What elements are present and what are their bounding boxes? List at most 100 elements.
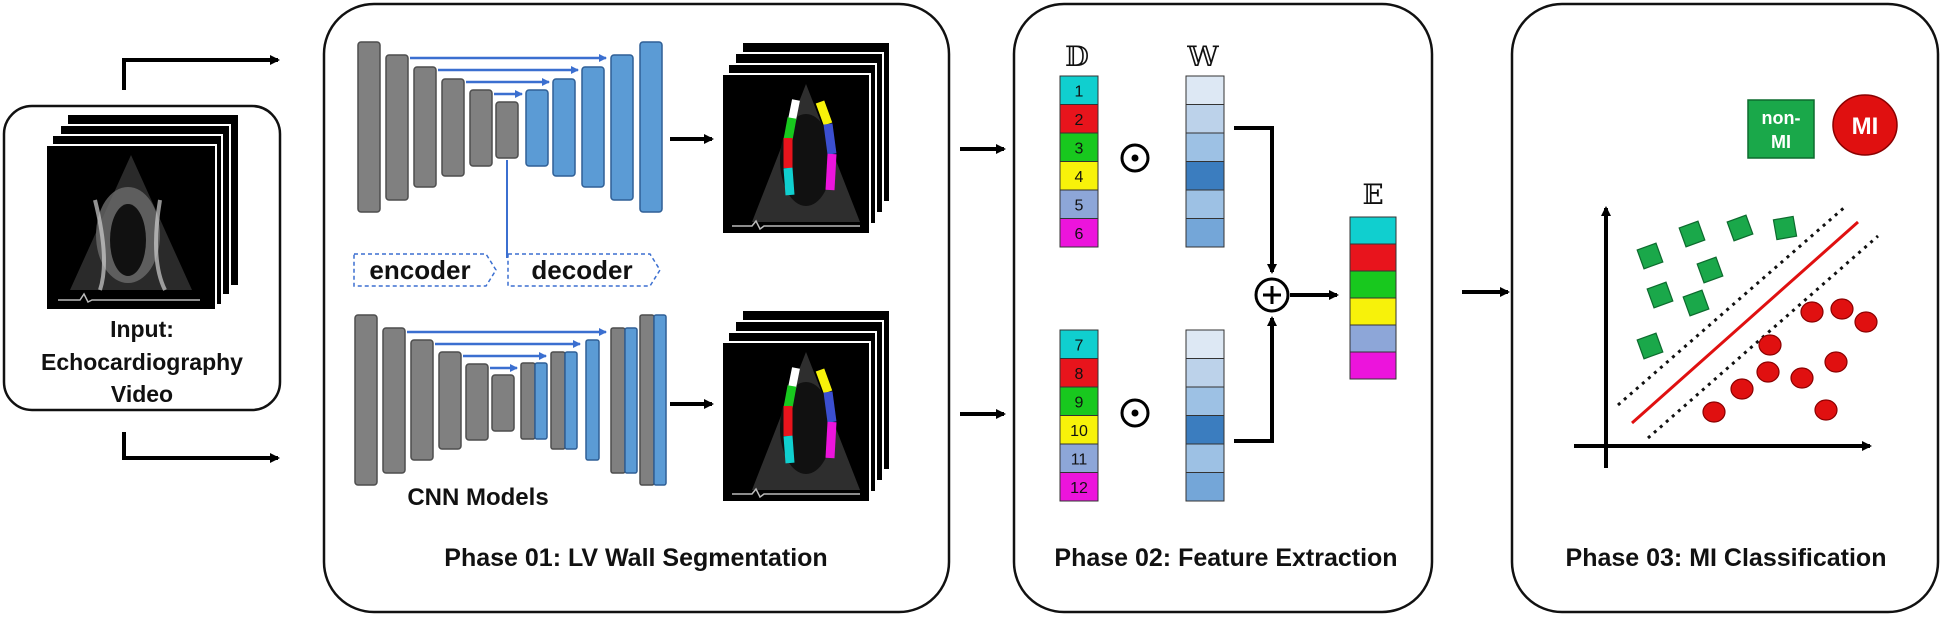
w-vector-bottom [1185,329,1225,502]
classification-plot [1574,204,1879,468]
unet-top-encoder [357,41,519,213]
lv-segment-number: 5 [1075,197,1084,214]
e-cell [1349,216,1397,245]
lv-segment-number: 1 [1075,83,1084,100]
e-symbol: 𝔼 [1362,178,1383,211]
non-mi-sample [1696,256,1724,284]
phase03-panel-border [1510,2,1940,614]
lv-segment-number: 12 [1070,480,1088,497]
weight-cell [1185,189,1225,219]
e-cell [1349,243,1397,272]
e-cell [1349,324,1397,353]
lv-segment-cell [1059,358,1099,388]
weight-cell [1185,161,1225,191]
lv-segment-number: 10 [1070,423,1088,440]
hadamard-operator-bottom [1120,398,1150,428]
non-mi-label-line1: non- [1762,108,1801,128]
weight-cell [1185,132,1225,162]
non-mi-sample [1726,214,1754,242]
e-cell [1349,351,1397,380]
weight-cell [1185,329,1225,359]
mi-sample [1830,298,1854,320]
non-mi-samples [1636,214,1798,360]
encoder-label: encoder [369,255,470,285]
mi-label: MI [1852,113,1879,140]
weight-cell [1185,218,1225,248]
weight-cell [1185,75,1225,105]
non-mi-label-line2: MI [1771,132,1791,152]
non-mi-sample [1772,215,1798,241]
phase03-title: Phase 03: MI Classification [1566,544,1887,572]
encoder-label-arrow: encoder [353,253,497,287]
lv-segment-cell [1059,472,1099,502]
sum-operator [1254,277,1290,313]
e-cell [1349,270,1397,299]
lv-segment-number: 4 [1075,169,1084,186]
non-mi-sample [1636,332,1664,360]
unet-bottom-encoder [354,314,655,486]
mi-sample [1800,301,1824,323]
phase02-panel-border [1012,2,1434,614]
segmentation-output-bottom [721,309,891,503]
arrow-input-to-unet-top [122,55,280,90]
phase01-panel: encoder decoder [322,2,951,614]
hadamard-operator-top [1120,143,1150,173]
unet-top [357,41,663,213]
lv-segment-cell [1059,218,1099,248]
lv-segment-cell [1059,415,1099,445]
input-label-line1: Input: [110,316,174,342]
e-vector [1349,216,1397,380]
lv-segment-cell [1059,75,1099,105]
mi-sample [1814,399,1838,421]
e-cell [1349,297,1397,326]
lv-segment-cell [1059,443,1099,473]
decision-boundary [1631,220,1859,425]
non-mi-sample [1682,289,1710,317]
unet-top-skip-connections [410,54,607,98]
input-label-line2: Echocardiography [41,349,243,375]
mi-sample [1758,334,1782,356]
lv-segment-number: 7 [1075,337,1084,354]
decoder-label-arrow: decoder [507,253,661,287]
mi-legend: MI [1832,94,1898,156]
unet-bottom-skip-connections [407,328,607,372]
unet-bottom [354,314,667,486]
phase03-panel: non- MI MI [1510,2,1940,614]
weight-cell [1185,386,1225,416]
unet-bottom-decoder [534,314,667,486]
input-panel: Input: Echocardiography Video [2,104,282,412]
phase02-title: Phase 02: Feature Extraction [1054,544,1397,572]
mi-sample [1730,378,1754,400]
mi-sample [1702,401,1726,423]
w-symbol: 𝕎 [1186,40,1219,73]
segmentation-output-top [721,41,891,235]
mi-sample [1756,361,1780,383]
weight-cell [1185,443,1225,473]
weight-cell [1185,472,1225,502]
arrow-w-top-to-sum [1234,126,1277,274]
mi-sample [1854,311,1878,333]
lv-segment-cell [1059,161,1099,191]
lv-segment-cell [1059,132,1099,162]
d-symbol: 𝔻 [1065,40,1089,73]
arrow-w-bottom-to-sum [1234,316,1277,443]
weight-cell [1185,358,1225,388]
weight-cell [1185,415,1225,445]
mi-sample [1824,351,1848,373]
input-label-line3: Video [111,381,173,407]
echo-video-stack [45,115,238,311]
phase01-title: Phase 01: LV Wall Segmentation [444,544,827,572]
unet-top-decoder [525,41,663,213]
lv-segment-number: 2 [1075,112,1084,129]
non-mi-sample [1646,281,1674,309]
non-mi-sample [1636,242,1664,270]
lv-segment-number: 3 [1075,140,1084,157]
segmented-echo-frame [721,73,871,235]
lv-segment-number: 9 [1075,394,1084,411]
decoder-label: decoder [531,255,632,285]
lv-segment-number: 11 [1071,451,1088,468]
lv-segment-cell [1059,329,1099,359]
